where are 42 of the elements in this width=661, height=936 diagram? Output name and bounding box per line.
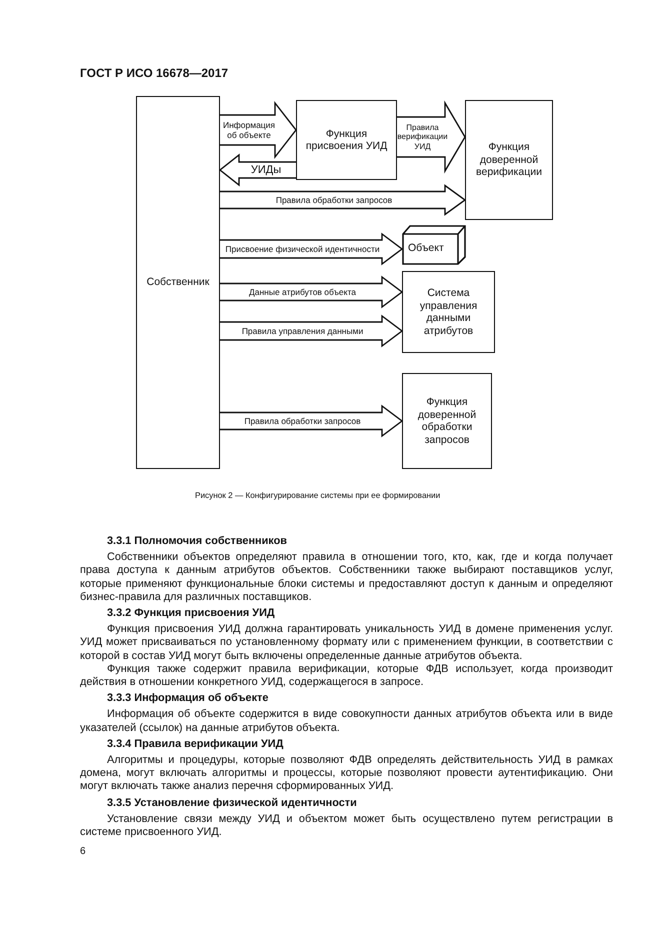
block-arrow bbox=[396, 100, 466, 174]
process-box bbox=[465, 100, 553, 220]
section-heading: 3.3.2 Функция присвоения УИД bbox=[107, 607, 276, 620]
process-box bbox=[136, 96, 220, 469]
edge-label: УИДы bbox=[250, 164, 282, 176]
process-box bbox=[402, 373, 492, 469]
figure-caption: Рисунок 2 — Конфигурирование системы при ее формировании bbox=[195, 491, 440, 500]
block-arrow bbox=[219, 232, 404, 266]
paragraph: Функция также содержит правила верификации, которые ФДВ использует, когда производит действия в отношении конкретного УИД, содержащегося в запросе. bbox=[80, 662, 613, 690]
block-arrow bbox=[219, 404, 404, 438]
paragraph: Собственники объектов определяют правила в отношении того, кто, как, где и когда получает права доступа к данным атрибутов объектов. Собственники также выбирают поставщиков услуг, которые применяют функциональные блоки системы и предоставляют доступ к данным и определяют бизнес-правила для различных поставщиков. bbox=[80, 551, 613, 604]
section-heading: 3.3.1 Полномочия собственников bbox=[107, 535, 288, 548]
edge-label: Правила обработки запросов bbox=[276, 195, 392, 205]
box-title: Система управления данными атрибутов bbox=[418, 287, 478, 337]
edge-label: Правила управления данными bbox=[242, 326, 364, 336]
block-arrow bbox=[219, 314, 404, 348]
box-title: Собственник bbox=[146, 276, 210, 289]
box-title: Функция присвоения УИД bbox=[304, 128, 388, 152]
block-arrow bbox=[218, 154, 297, 186]
section-heading: 3.3.4 Правила верификации УИД bbox=[107, 738, 284, 752]
box-title: Функция доверенной верификации bbox=[475, 141, 543, 179]
process-box bbox=[296, 100, 397, 180]
block-arrow bbox=[219, 184, 466, 216]
section-heading: 3.3.5 Установление физической идентичности bbox=[107, 796, 358, 810]
process-box bbox=[402, 271, 495, 353]
paragraph: Алгоритмы и процедуры, которые позволяют ФДВ определять действительность УИД в рамках домена, могут включать алгоритмы и процессы, которые позволяют провести аутентификацию. Они могут включать также анализ перечня сформированных УИД. bbox=[80, 754, 613, 794]
block-arrow bbox=[219, 100, 297, 160]
box-title: Объект bbox=[408, 242, 444, 254]
block-arrow bbox=[219, 276, 404, 308]
edge-label: Информация об объекте bbox=[222, 120, 276, 140]
page-number: 6 bbox=[80, 846, 86, 857]
box-title: Функция доверенной обработки запросов bbox=[416, 396, 478, 446]
paragraph: Установление связи между УИД и объектом может быть осуществлено путем регистрации в системе присвоенного УИД. bbox=[80, 812, 613, 840]
edge-label: Правила верификации УИД bbox=[397, 122, 448, 152]
edge-label: Данные атрибутов объекта bbox=[248, 287, 356, 297]
edge-label: Присвоение физической идентичности bbox=[225, 244, 380, 254]
object-cube bbox=[402, 225, 466, 265]
paragraph: Функция присвоения УИД должна гарантировать уникальность УИД в домене применения услуг. УИД может присваиваться по установленному формату или с применением функции, в соответствии с которой в состав УИД могут быть включены определенные данные атрибутов объекта. bbox=[80, 623, 613, 663]
paragraph: Информация об объекте содержится в виде совокупности данных атрибутов объекта или в виде указателей (ссылок) на данные атрибутов объекта. bbox=[80, 708, 613, 735]
edge-label: Правила обработки запросов bbox=[244, 416, 361, 426]
document-header: ГОСТ Р ИСО 16678—2017 bbox=[80, 66, 228, 80]
section-heading: 3.3.3 Информация об объекте bbox=[107, 692, 270, 706]
